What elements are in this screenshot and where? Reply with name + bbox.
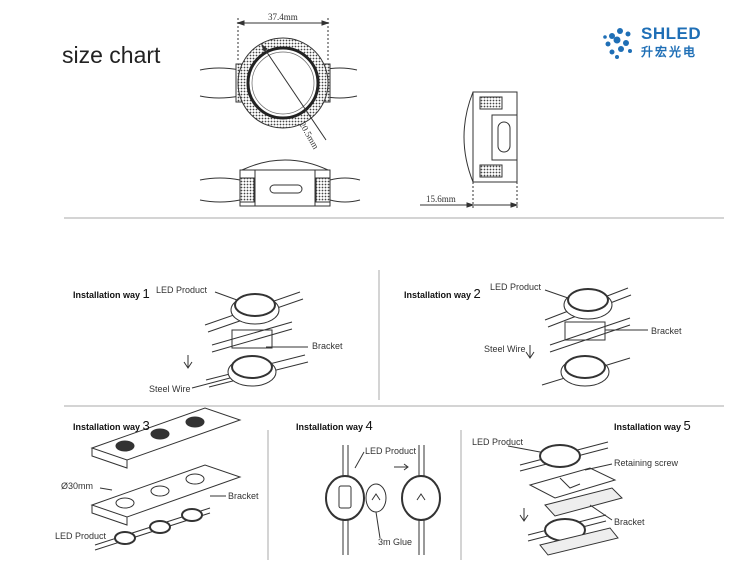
depth-dimension: 15.6mm — [426, 194, 456, 204]
page-title: size chart — [62, 42, 161, 68]
logo-icon — [603, 28, 632, 59]
install-way-2-drawing — [525, 287, 648, 387]
way2-bracket-label: Bracket — [651, 326, 682, 336]
install-way-4-drawing — [325, 445, 441, 555]
installation-way-2-title: Installation way 2 — [404, 286, 481, 301]
way3-bracket-label: Bracket — [228, 491, 259, 501]
way2-steel-wire-label: Steel Wire — [484, 344, 526, 354]
side-view-drawing — [199, 159, 361, 207]
installation-way-5-title: Installation way 5 — [614, 418, 691, 433]
width-dimension: 37.4mm — [268, 12, 298, 22]
way1-steel-wire-label: Steel Wire — [149, 384, 191, 394]
installation-way-4-title: Installation way 4 — [296, 418, 373, 433]
separators — [64, 217, 724, 560]
way1-led-product-label: LED Product — [156, 285, 208, 295]
install-way-3-drawing — [90, 407, 242, 551]
way4-3m-glue-label: 3m Glue — [378, 537, 413, 547]
top-view-drawing — [199, 18, 358, 141]
way1-bracket-label: Bracket — [312, 341, 343, 351]
installation-way-1-title: Installation way 1 — [73, 286, 150, 301]
installation-way-3-title: Installation way 3 — [73, 418, 150, 433]
way5-bracket-label: Bracket — [614, 517, 645, 527]
way4-led-product-label: LED Product — [365, 446, 417, 456]
install-way-5-drawing — [507, 441, 623, 556]
logo-subtitle: 升宏光电 — [641, 45, 698, 59]
way3-diameter-label: Ø30mm — [61, 481, 94, 491]
profile-view-drawing — [420, 91, 519, 208]
install-way-1-drawing — [183, 291, 309, 389]
logo-brand: SHLED — [641, 24, 702, 43]
way5-retaining-screw-label: Retaining screw — [614, 458, 679, 468]
way2-led-product-label: LED Product — [490, 282, 542, 292]
way5-led-product-label: LED Product — [472, 437, 524, 447]
way3-led-product-label: LED Product — [55, 531, 107, 541]
